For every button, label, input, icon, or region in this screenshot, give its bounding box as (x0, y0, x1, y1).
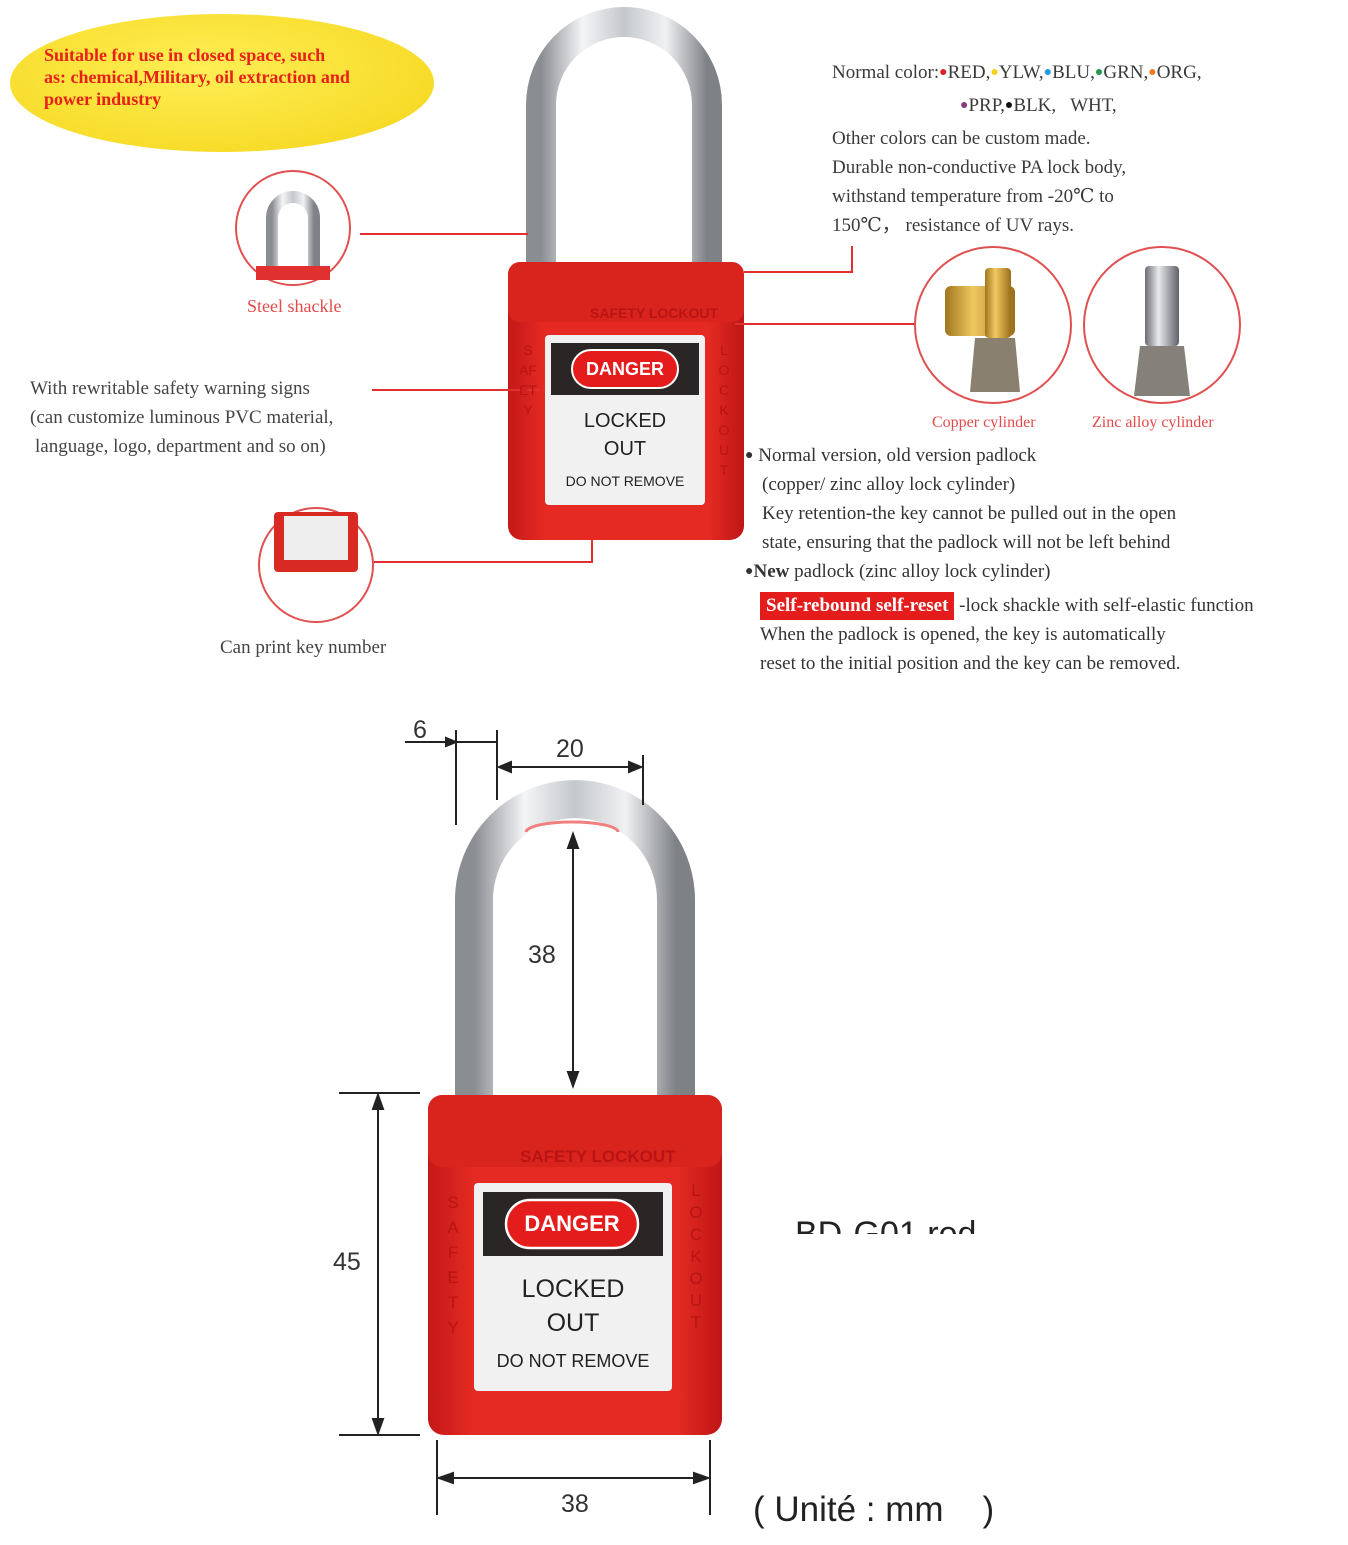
top-do-not-remove-text: DO NOT REMOVE (565, 473, 685, 489)
steel-shackle-detail (235, 170, 351, 286)
top-side-left-text: SAFETY (519, 342, 537, 418)
bottom-do-not-remove-text: DO NOT REMOVE (496, 1351, 650, 1371)
dim-body-height: 45 (333, 1248, 361, 1276)
top-shackle (526, 7, 722, 268)
zinc-cylinder-image (1083, 246, 1241, 404)
industry-badge-text: Suitable for use in closed space, such a… (44, 45, 350, 109)
dim-shackle-width: 20 (556, 735, 584, 763)
warning-signs-caption: With rewritable safety warning signs (ca… (30, 378, 334, 457)
copper-cylinder-image (914, 246, 1072, 404)
top-out-text: OUT (603, 438, 647, 460)
dimension-lines (339, 730, 711, 1515)
normal-colors: Normal color:●RED,●YLW,●BLU,●GRN,●ORG, (832, 62, 1202, 83)
bottom-locked-text: LOCKED (521, 1275, 625, 1303)
version-notes: ● Normal version, old version padlock (c… (745, 441, 1345, 678)
key-number-pointer (374, 540, 593, 563)
industry-badge (10, 14, 434, 152)
top-danger-text: DANGER (585, 359, 664, 379)
bottom-padlock-image: SAFETY LOCKOUT (428, 780, 722, 1435)
copper-cylinder-caption: Copper cylinder (932, 414, 1036, 431)
dim-shackle-thickness: 6 (413, 716, 427, 744)
zinc-cylinder-caption: Zinc alloy cylinder (1092, 414, 1214, 431)
model-label: BD-G01 red (795, 1215, 977, 1234)
bullet-new-version: ●New padlock (zinc alloy lock cylinder) (745, 561, 1051, 582)
bottom-side-left-text: SAFETY (447, 1193, 459, 1337)
normal-colors-line2: ●PRP,●BLK, WHT, (960, 95, 1117, 116)
bottom-side-right-text: LOCKOUT (689, 1181, 703, 1332)
bottom-out-text: OUT (546, 1309, 600, 1337)
self-reset-highlight: Self-rebound self-reset (760, 592, 955, 620)
dim-shackle-height: 38 (528, 941, 556, 969)
top-side-right-text: LOCKOUT (718, 342, 730, 478)
svg-text:SAFETY LOCKOUT: SAFETY LOCKOUT (520, 1147, 676, 1166)
key-number-detail (258, 507, 374, 623)
body-info: Other colors can be custom made. Durable… (832, 128, 1127, 236)
dim-body-width: 38 (561, 1490, 589, 1518)
bullet-normal-version: ● Normal version, old version padlock (745, 445, 1037, 466)
bottom-shackle (455, 780, 695, 1105)
steel-shackle-caption: Steel shackle (247, 296, 342, 316)
unit-label: ( Unité : mm ) (753, 1490, 995, 1529)
svg-text:SAFETY LOCKOUT: SAFETY LOCKOUT (590, 305, 719, 321)
bottom-danger-text: DANGER (524, 1211, 620, 1236)
key-number-caption: Can print key number (220, 637, 387, 658)
top-locked-text: LOCKED (583, 410, 667, 432)
body-pointer (744, 246, 853, 273)
top-padlock-image: SAFETY LOCKOUT (508, 7, 744, 540)
normal-color-label: Normal color: (832, 62, 940, 83)
